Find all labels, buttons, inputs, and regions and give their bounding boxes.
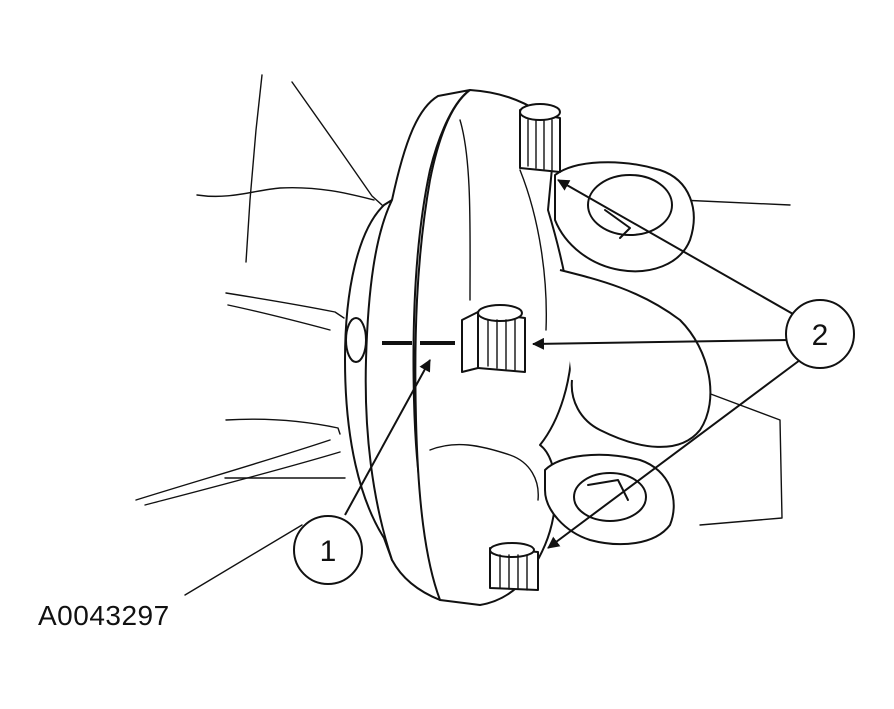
figure-id-label: A0043297 bbox=[38, 600, 170, 631]
callout-2-label: 2 bbox=[812, 319, 829, 352]
leader-lines bbox=[344, 179, 801, 549]
callout-1: 1 bbox=[293, 515, 363, 585]
bolt-top bbox=[519, 103, 561, 173]
bolt-middle bbox=[461, 304, 526, 373]
bolt-bottom bbox=[489, 542, 539, 591]
callout-1-label: 1 bbox=[320, 535, 337, 568]
callout-2: 2 bbox=[785, 299, 855, 369]
